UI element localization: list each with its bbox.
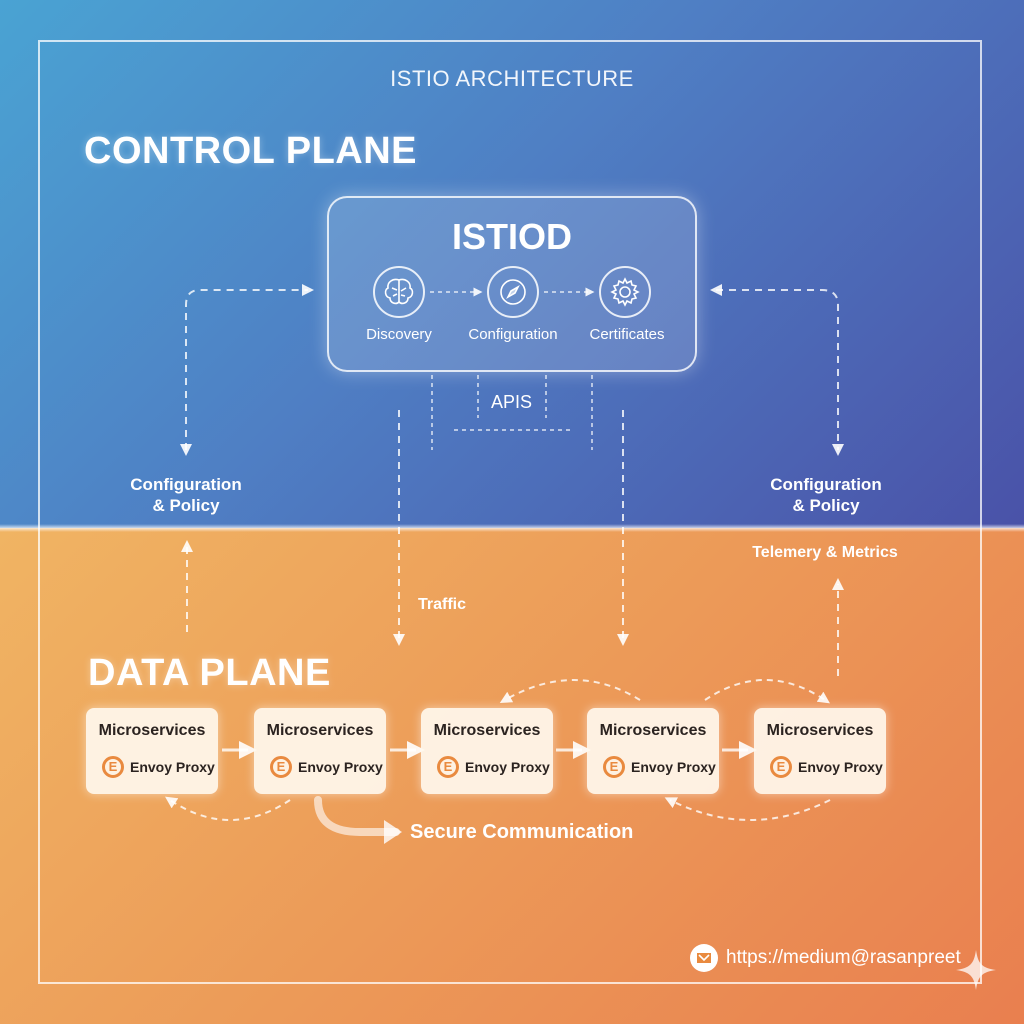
microservice-card: Microservices E Envoy Proxy (254, 708, 386, 794)
secure-arrow (314, 796, 400, 836)
compass-icon (487, 266, 539, 318)
envoy-icon: E (270, 756, 292, 778)
secure-communication-label: Secure Communication (410, 821, 634, 843)
envoy-icon: E (102, 756, 124, 778)
brain-icon (373, 266, 425, 318)
discovery-label: Discovery (366, 326, 432, 343)
microservice-card: Microservices E Envoy Proxy (754, 708, 886, 794)
arc-bottom-left (165, 796, 291, 821)
data-plane-title: DATA PLANE (88, 652, 331, 694)
configuration-label: Configuration (468, 326, 558, 343)
microservice-title: Microservices (433, 722, 541, 739)
diagram-frame (38, 40, 982, 984)
gear-icon (599, 266, 651, 318)
envoy-proxy-label: Envoy Proxy (465, 759, 550, 775)
right-config-connector (710, 284, 844, 456)
control-plane-background (0, 0, 1024, 528)
apis-label: APIS (491, 392, 533, 412)
microservice-title: Microservices (266, 722, 374, 739)
microservice-card: Microservices E Envoy Proxy (86, 708, 218, 794)
microservice-card: Microservices E Envoy Proxy (587, 708, 719, 794)
envoy-icon: E (770, 756, 792, 778)
secure-arrow-head (384, 820, 402, 844)
plane-divider (0, 524, 1024, 532)
left-config-connector (180, 284, 314, 456)
envoy-icon: E (437, 756, 459, 778)
microservice-card: Microservices E Envoy Proxy (421, 708, 553, 794)
telemetry-label: Telemery & Metrics (752, 544, 898, 561)
envoy-proxy-label: Envoy Proxy (798, 759, 883, 775)
credit-link[interactable]: https://medium@rasanpreet (726, 947, 961, 968)
arc-top-right (704, 679, 830, 704)
envoy-icon: E (603, 756, 625, 778)
certificates-label: Certificates (589, 326, 665, 343)
sparkle-icon (956, 950, 996, 990)
diagram-title: ISTIO ARCHITECTURE (390, 66, 634, 91)
credit[interactable]: https://medium@rasanpreet (690, 943, 961, 973)
arc-bottom-right (664, 797, 831, 821)
microservice-title: Microservices (599, 722, 707, 739)
istiod-title: ISTIOD (451, 216, 572, 257)
arc-top-middle (499, 679, 641, 703)
microservice-title: Microservices (98, 722, 206, 739)
microservice-title: Microservices (766, 722, 874, 739)
envoy-proxy-label: Envoy Proxy (130, 759, 215, 775)
medium-icon (690, 944, 718, 972)
istiod-box: ISTIOD Discovery Configuration Certifica… (327, 196, 697, 372)
right-config-policy-label: Configuration & Policy (770, 475, 882, 515)
left-config-policy-label: Configuration & Policy (130, 475, 242, 515)
control-plane-title: CONTROL PLANE (84, 130, 418, 172)
envoy-proxy-label: Envoy Proxy (631, 759, 716, 775)
traffic-label: Traffic (418, 596, 467, 613)
envoy-proxy-label: Envoy Proxy (298, 759, 383, 775)
